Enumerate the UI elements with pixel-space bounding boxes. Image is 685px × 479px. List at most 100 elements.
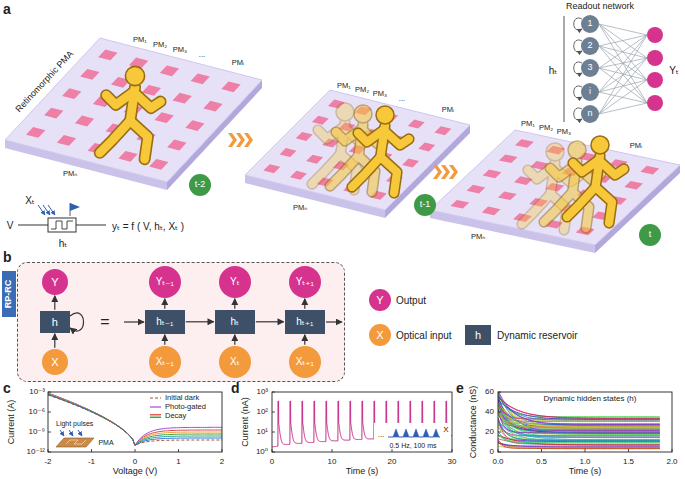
- tick-label: 0: [133, 458, 137, 467]
- tick-label: 20: [485, 428, 494, 437]
- pixel-pad: [280, 148, 297, 157]
- node-label: 2: [587, 41, 592, 51]
- tick-label: -2: [44, 458, 51, 467]
- pixel-pad: [408, 120, 425, 129]
- panel-letter: d: [231, 381, 240, 396]
- output-node: Yₜ₊₁: [289, 266, 321, 298]
- progress-chevron: [441, 165, 450, 179]
- readout-weight: [599, 58, 647, 114]
- time-step-badge: t-2: [189, 174, 211, 196]
- runner-head: [591, 136, 609, 154]
- readout-weight: [599, 92, 647, 103]
- output-node: Y: [42, 269, 68, 295]
- iv-curve: [48, 393, 222, 445]
- tick-label: 0: [490, 448, 494, 457]
- pixel-pad: [312, 116, 329, 125]
- runner-limb-outline: [130, 121, 148, 159]
- tick-mark: [48, 392, 51, 393]
- iv-curve: [48, 394, 222, 445]
- node-label: hₜ: [231, 316, 240, 327]
- inset-label: Light pulses: [56, 420, 93, 428]
- runner-head: [546, 143, 564, 161]
- pixel-pad: [306, 155, 323, 164]
- pixel-pad: [62, 88, 81, 99]
- plot-frame: [498, 392, 672, 452]
- hidden-state-curve: [498, 394, 660, 418]
- hidden-state-curve: [498, 392, 660, 433]
- axis-title: Time (s): [346, 467, 379, 477]
- node-label: Y: [51, 276, 58, 288]
- axis-title: Current (nA): [241, 397, 251, 447]
- flow-arrow: [54, 334, 55, 348]
- legend-swatch: h: [465, 325, 491, 345]
- pixel-pad: [26, 127, 45, 138]
- light-arrow: [48, 205, 55, 215]
- tick-mark: [91, 449, 92, 452]
- runner-limb: [599, 160, 625, 175]
- signal-name: hₜ: [59, 238, 68, 249]
- readout-weight: [599, 35, 647, 46]
- legend-symbol: h: [475, 329, 481, 341]
- panel-letter: c: [3, 381, 11, 396]
- input-node: Xₜ₋₁: [149, 346, 181, 378]
- pixel-name: PM₁: [337, 82, 351, 90]
- legend-sample: [150, 417, 161, 418]
- legend-symbol: Y: [376, 294, 383, 306]
- hidden-state-curve: [498, 409, 660, 433]
- pixel-pad: [44, 108, 63, 119]
- pixel-pad: [499, 154, 518, 163]
- node-label: n: [587, 109, 592, 119]
- state-in-arrow: [124, 321, 144, 322]
- rp-rc-tab: RP-RC: [2, 271, 16, 317]
- flow-arrow: [256, 321, 284, 322]
- output-neuron: [647, 95, 663, 111]
- legend-symbol: X: [376, 329, 383, 341]
- tick-mark: [392, 449, 393, 452]
- input-node: Xₜ₊₁: [289, 346, 321, 378]
- node-label: 1: [587, 19, 592, 29]
- runner-limb-outline: [384, 130, 410, 145]
- tick-mark: [48, 449, 49, 452]
- runner-limb: [106, 92, 133, 105]
- tick-mark: [48, 412, 51, 413]
- readout-weight: [599, 24, 647, 80]
- iv-curve: [48, 393, 222, 445]
- hidden-state-curve: [498, 418, 660, 441]
- hidden-state-curve: [498, 404, 660, 437]
- pixel-name: PM₃: [173, 46, 187, 54]
- runner-limb: [596, 187, 613, 223]
- runner-head: [125, 66, 144, 85]
- pixel-pad: [434, 126, 451, 135]
- runner-limb-outline: [100, 121, 130, 153]
- plot-annotation: Dynamic hidden states (h): [544, 395, 637, 404]
- pixel-pad: [498, 191, 517, 200]
- tick-label: 10⁻³: [29, 388, 45, 397]
- pixel-name: PM₁: [521, 120, 535, 128]
- hidden-state-curve: [498, 435, 660, 443]
- tick-mark: [498, 432, 501, 433]
- pixel-pad: [515, 139, 534, 148]
- pixel-pad: [221, 81, 240, 92]
- light-pulse-train: [388, 429, 440, 437]
- output-neuron: [647, 72, 663, 88]
- tick-label: 10³: [256, 388, 268, 397]
- pixel-name: PM₃: [557, 128, 571, 136]
- tick-label: 1: [176, 458, 180, 467]
- pixel-pad: [57, 135, 76, 146]
- tick-label: 1.5: [623, 458, 634, 467]
- runner-limb: [573, 160, 599, 172]
- node-label: Xₜ₊₁: [296, 356, 314, 367]
- tick-label: 2.0: [666, 458, 677, 467]
- pixel-name: PMₙ: [471, 233, 485, 241]
- legend-text: Optical input: [396, 330, 452, 341]
- hidden-state-curve: [498, 395, 660, 417]
- tick-mark: [272, 412, 275, 413]
- panel-letter: e: [456, 381, 464, 396]
- legend-text: Photo-gated: [165, 403, 206, 411]
- panel-letter: a: [3, 2, 11, 17]
- equation: yₜ = f ( V, hₜ, Xₜ ): [112, 221, 184, 232]
- input-node: Xₜ: [219, 346, 251, 378]
- axis-title: Voltage (V): [113, 467, 158, 477]
- tick-label: -1: [88, 458, 95, 467]
- chip-electrode: [66, 440, 86, 444]
